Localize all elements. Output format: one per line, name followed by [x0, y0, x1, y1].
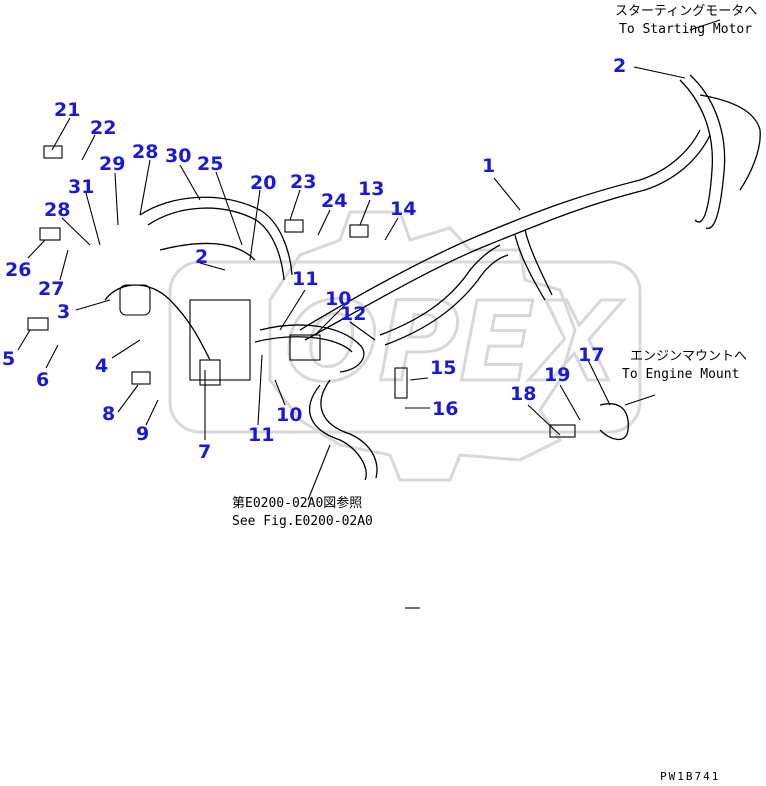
notes: スターティングモータへ To Starting Motor エンジンマウントへ …: [232, 4, 757, 783]
callout-26: 26: [5, 259, 31, 281]
callout-22: 22: [90, 117, 116, 139]
callout-11-lower: 11: [248, 424, 274, 446]
callout-28-upper: 28: [132, 141, 158, 163]
callout-24: 24: [321, 190, 347, 212]
callout-31: 31: [68, 176, 94, 198]
callout-20: 20: [250, 172, 276, 194]
callout-18: 18: [510, 383, 536, 405]
watermark-text: OPEX: [285, 278, 624, 406]
callout-4: 4: [95, 355, 108, 377]
figure-code: PW1B741: [660, 770, 720, 783]
callout-13: 13: [358, 178, 384, 200]
callout-27: 27: [38, 278, 64, 300]
callout-30: 30: [165, 145, 191, 167]
callout-2: 2: [195, 246, 208, 268]
callout-10-lower: 10: [276, 404, 302, 426]
callout-8: 8: [102, 403, 115, 425]
callout-7: 7: [198, 441, 211, 463]
callout-9: 9: [136, 423, 149, 445]
callout-2-top: 2: [613, 55, 626, 77]
note-engine-mount-jp: エンジンマウントへ: [630, 349, 747, 364]
note-starting-motor-jp: スターティングモータへ: [615, 4, 757, 19]
note-see-fig-jp: 第E0200-02A0図参照: [232, 495, 362, 511]
callout-5: 5: [2, 348, 15, 370]
callout-28-lower: 28: [44, 199, 70, 221]
note-see-fig-en: See Fig.E0200-02A0: [232, 514, 373, 529]
harness-drawing: [27, 74, 761, 481]
callout-6: 6: [36, 369, 49, 391]
note-engine-mount-en: To Engine Mount: [622, 367, 739, 382]
note-starting-motor-en: To Starting Motor: [619, 22, 752, 37]
callout-21: 21: [54, 99, 80, 121]
watermark-logo: OPEX: [168, 210, 642, 482]
callout-10-upper: 10: [325, 288, 351, 310]
callouts: 1 2 2 3 4 5 6 7 8 9 10 10 11 11 12 13 14…: [2, 55, 626, 463]
callout-12: 12: [340, 303, 366, 325]
callout-11-upper: 11: [292, 268, 318, 290]
callout-1: 1: [482, 155, 495, 177]
callout-14: 14: [390, 198, 416, 220]
callout-15: 15: [430, 357, 456, 379]
callout-16: 16: [432, 398, 458, 420]
callout-17: 17: [578, 344, 604, 366]
callout-19: 19: [544, 364, 570, 386]
callout-3: 3: [57, 301, 70, 323]
leader-lines: [17, 19, 721, 501]
callout-29: 29: [99, 153, 125, 175]
callout-23: 23: [290, 171, 316, 193]
callout-25: 25: [197, 153, 223, 175]
